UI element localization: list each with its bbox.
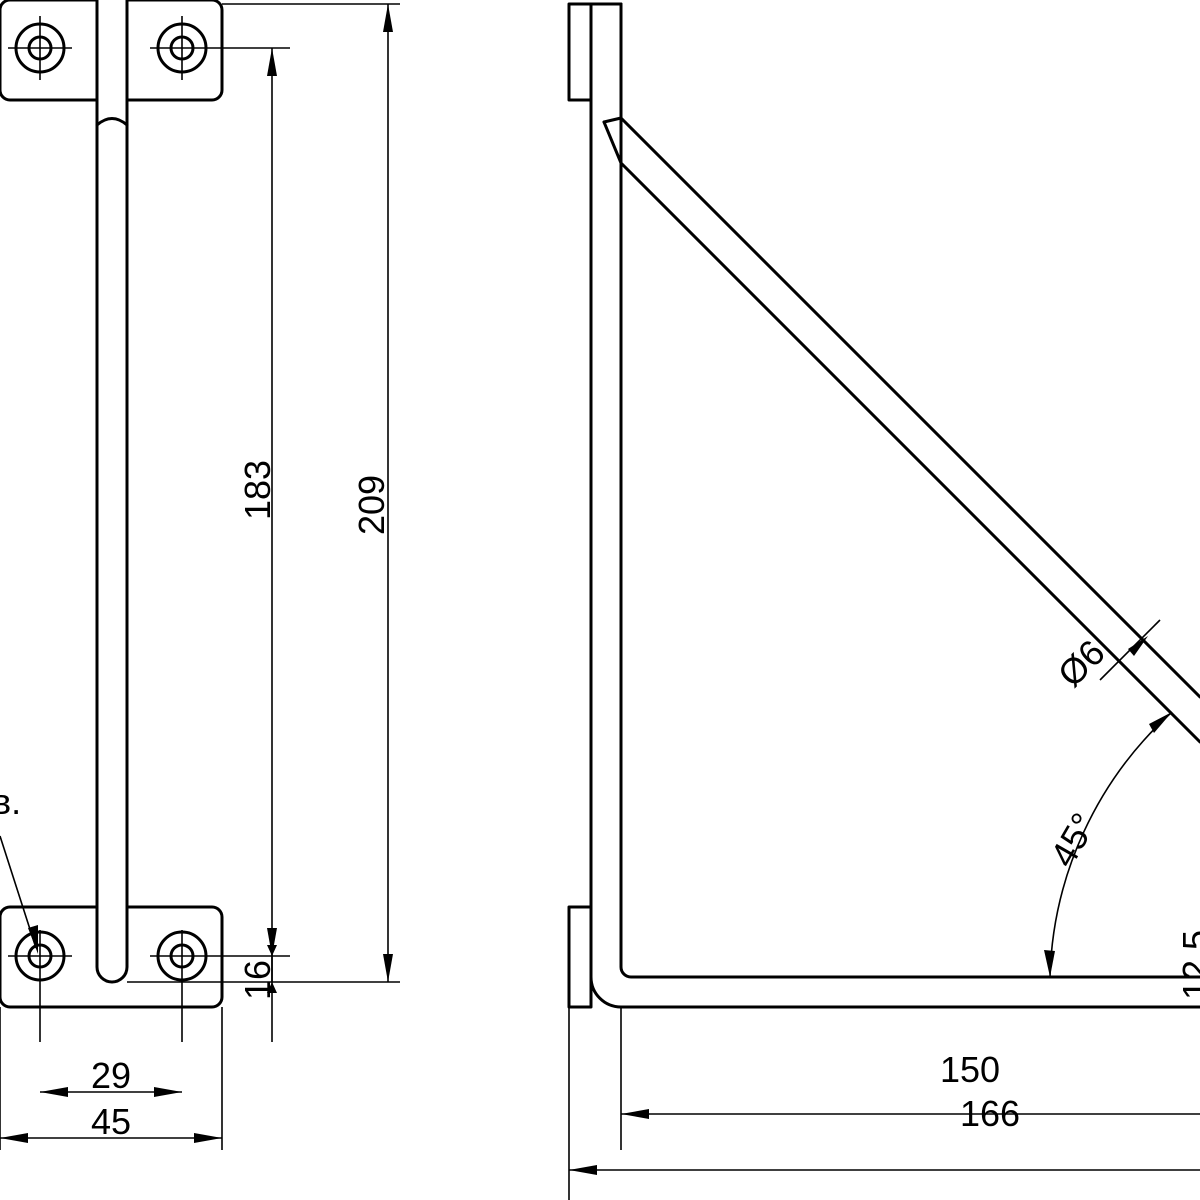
bracket-rod-inner (619, 2, 1200, 979)
hole-center-lines (8, 16, 290, 1042)
dimension-label-150: 150 (940, 1049, 1000, 1090)
side-bottom-plate (567, 905, 593, 1009)
dimension-label-partial-right: 12.5 (1175, 930, 1200, 1000)
dimension-label-183: 183 (237, 460, 278, 520)
dimension-label-29: 29 (91, 1055, 131, 1096)
dimension-label-209: 209 (351, 475, 392, 535)
dimension-166: 166 (569, 1093, 1200, 1175)
dimension-partial-right: 12.5 (1175, 930, 1200, 1000)
dimension-45: 45 (0, 1101, 222, 1143)
note-label: в. (0, 781, 21, 822)
side-extension-lines (568, 1007, 622, 1200)
dimension-label-16: 16 (237, 960, 278, 1000)
dimension-label-166: 166 (960, 1093, 1020, 1134)
vertical-rod (95, 0, 129, 984)
side-top-plate (567, 2, 593, 102)
dimension-label-45: 45 (91, 1101, 131, 1142)
dimension-label-rod-diameter: Ø6 (1050, 632, 1113, 695)
dimension-209: 209 (351, 4, 393, 982)
dimension-16: 16 (237, 940, 278, 1042)
bracket-rod-outer (589, 2, 1200, 1009)
rod-bend-line (95, 117, 129, 127)
front-extension-lines (0, 3, 400, 1150)
note-leader: в. (0, 781, 38, 954)
dimension-angle: 45° (1042, 711, 1173, 978)
dimension-label-angle: 45° (1042, 806, 1105, 874)
front-view: 183 16 209 29 45 (0, 0, 400, 1150)
dimension-150: 150 (621, 1049, 1200, 1119)
dimension-183: 183 (237, 48, 278, 956)
diagonal-brace (602, 116, 1200, 699)
dimension-29: 29 (40, 1055, 182, 1097)
side-view: Ø6 45° 12.5 150 166 (567, 2, 1200, 1200)
